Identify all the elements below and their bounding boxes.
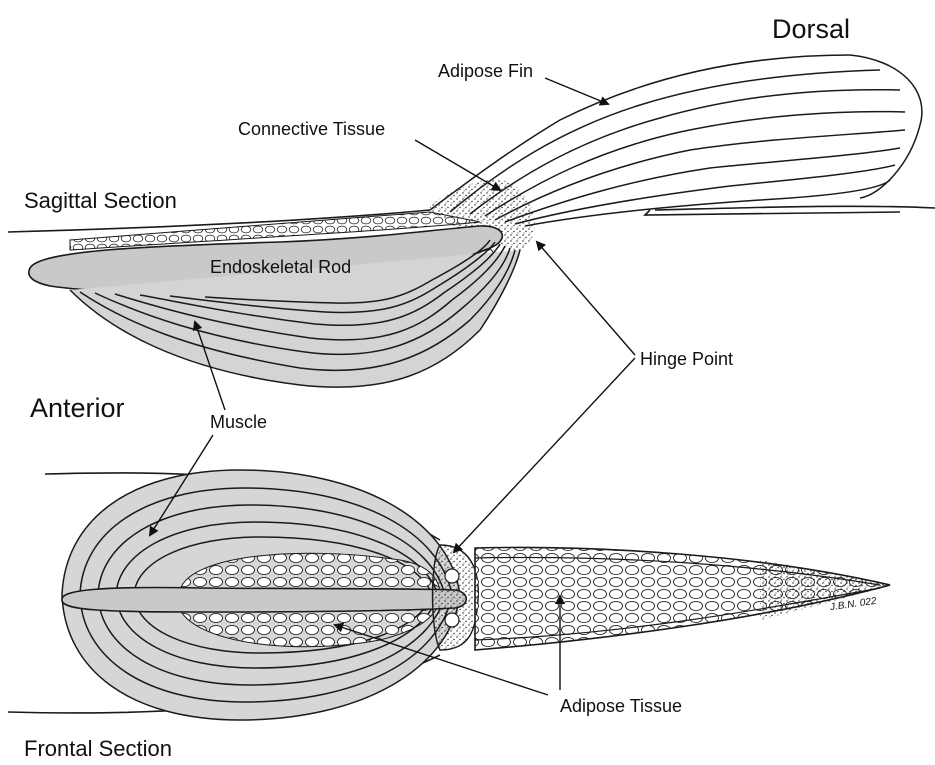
label-dorsal: Dorsal: [772, 16, 850, 43]
frontal-endoskeletal-rod: [62, 588, 466, 613]
label-connective-tissue: Connective Tissue: [238, 120, 385, 138]
arrow-hinge-frontal: [454, 358, 635, 552]
label-endoskeletal-rod: Endoskeletal Rod: [210, 258, 351, 276]
arrow-adipose-fin: [545, 78, 608, 104]
fin-base-fold: [645, 210, 900, 215]
label-sagittal-section: Sagittal Section: [24, 190, 177, 212]
frontal-hinge-region: [433, 545, 479, 650]
hinge-cell-top: [445, 569, 459, 583]
arrow-hinge-sagittal: [537, 242, 635, 355]
label-anterior: Anterior: [30, 395, 125, 422]
label-adipose-fin: Adipose Fin: [438, 62, 533, 80]
frontal-section: [8, 470, 890, 720]
hinge-cell-bottom: [445, 613, 459, 627]
label-adipose-tissue: Adipose Tissue: [560, 697, 682, 715]
sagittal-section: [8, 55, 935, 387]
sagittal-tail-line: [655, 206, 935, 210]
label-frontal-section: Frontal Section: [24, 738, 172, 760]
label-hinge-point: Hinge Point: [640, 350, 733, 368]
arrow-connective-tissue: [415, 140, 500, 190]
label-muscle: Muscle: [210, 413, 267, 431]
